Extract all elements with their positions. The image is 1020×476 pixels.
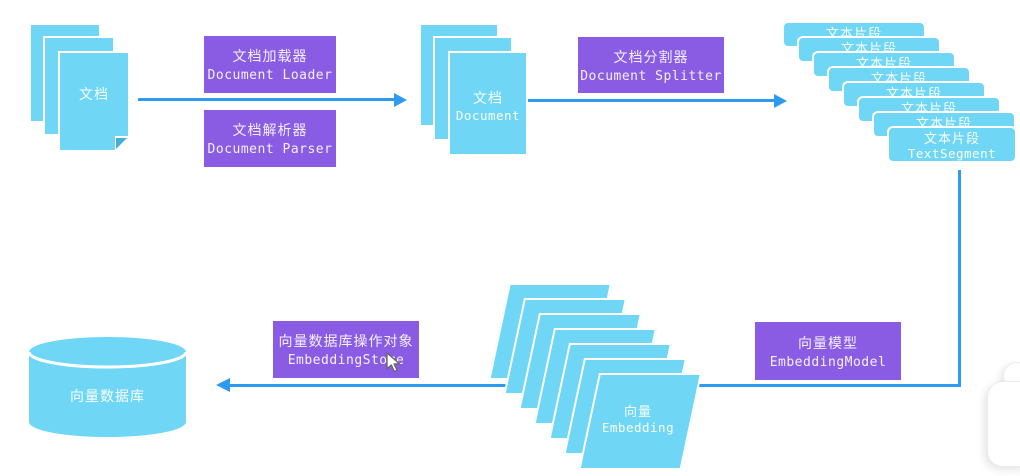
embedding-model-label-en: EmbeddingModel: [769, 354, 887, 370]
text-segment-label-en: TextSegment: [907, 146, 997, 161]
vector-db-cylinder[interactable]: [28, 336, 187, 438]
embedding-model-label-zh: 向量模型: [798, 334, 858, 351]
embedding-card-front[interactable]: [578, 373, 702, 470]
document-loader-box[interactable]: 文档加载器 Document Loader: [204, 36, 336, 93]
embedding-store-label-zh: 向量数据库操作对象: [278, 333, 414, 349]
embedding-model-box[interactable]: 向量模型 EmbeddingModel: [755, 322, 901, 380]
mouse-cursor-icon: [386, 352, 401, 373]
document-splitter-label-zh: 文档分割器: [613, 48, 689, 65]
document-loader-label-zh: 文档加载器: [232, 48, 308, 64]
arrow-embedding-vline: [958, 170, 961, 386]
embedding-store-label-en: EmbeddingStore: [287, 353, 405, 368]
arrow-splitter-head-icon: [774, 93, 787, 108]
document-parser-label-zh: 文档解析器: [232, 122, 308, 138]
arrow-loader-head-icon: [394, 92, 407, 107]
document-loader-label-en: Document Loader: [207, 68, 333, 83]
text-segment-label-zh: 文本片段: [923, 131, 980, 146]
document-splitter-box[interactable]: 文档分割器 Document Splitter: [578, 37, 724, 93]
document-splitter-label-en: Document Splitter: [580, 68, 722, 84]
document-front[interactable]: [448, 51, 528, 156]
document-parser-box[interactable]: 文档解析器 Document Parser: [204, 110, 336, 167]
document-parser-label-en: Document Parser: [207, 142, 333, 157]
page-fold-icon: [116, 138, 127, 149]
arrow-store-head-icon: [216, 377, 230, 392]
source-doc-front[interactable]: [58, 51, 130, 152]
arrow-splitter-line: [528, 99, 774, 102]
arrow-loader-line: [138, 98, 396, 101]
overlay-blob-rect: [987, 381, 1020, 467]
